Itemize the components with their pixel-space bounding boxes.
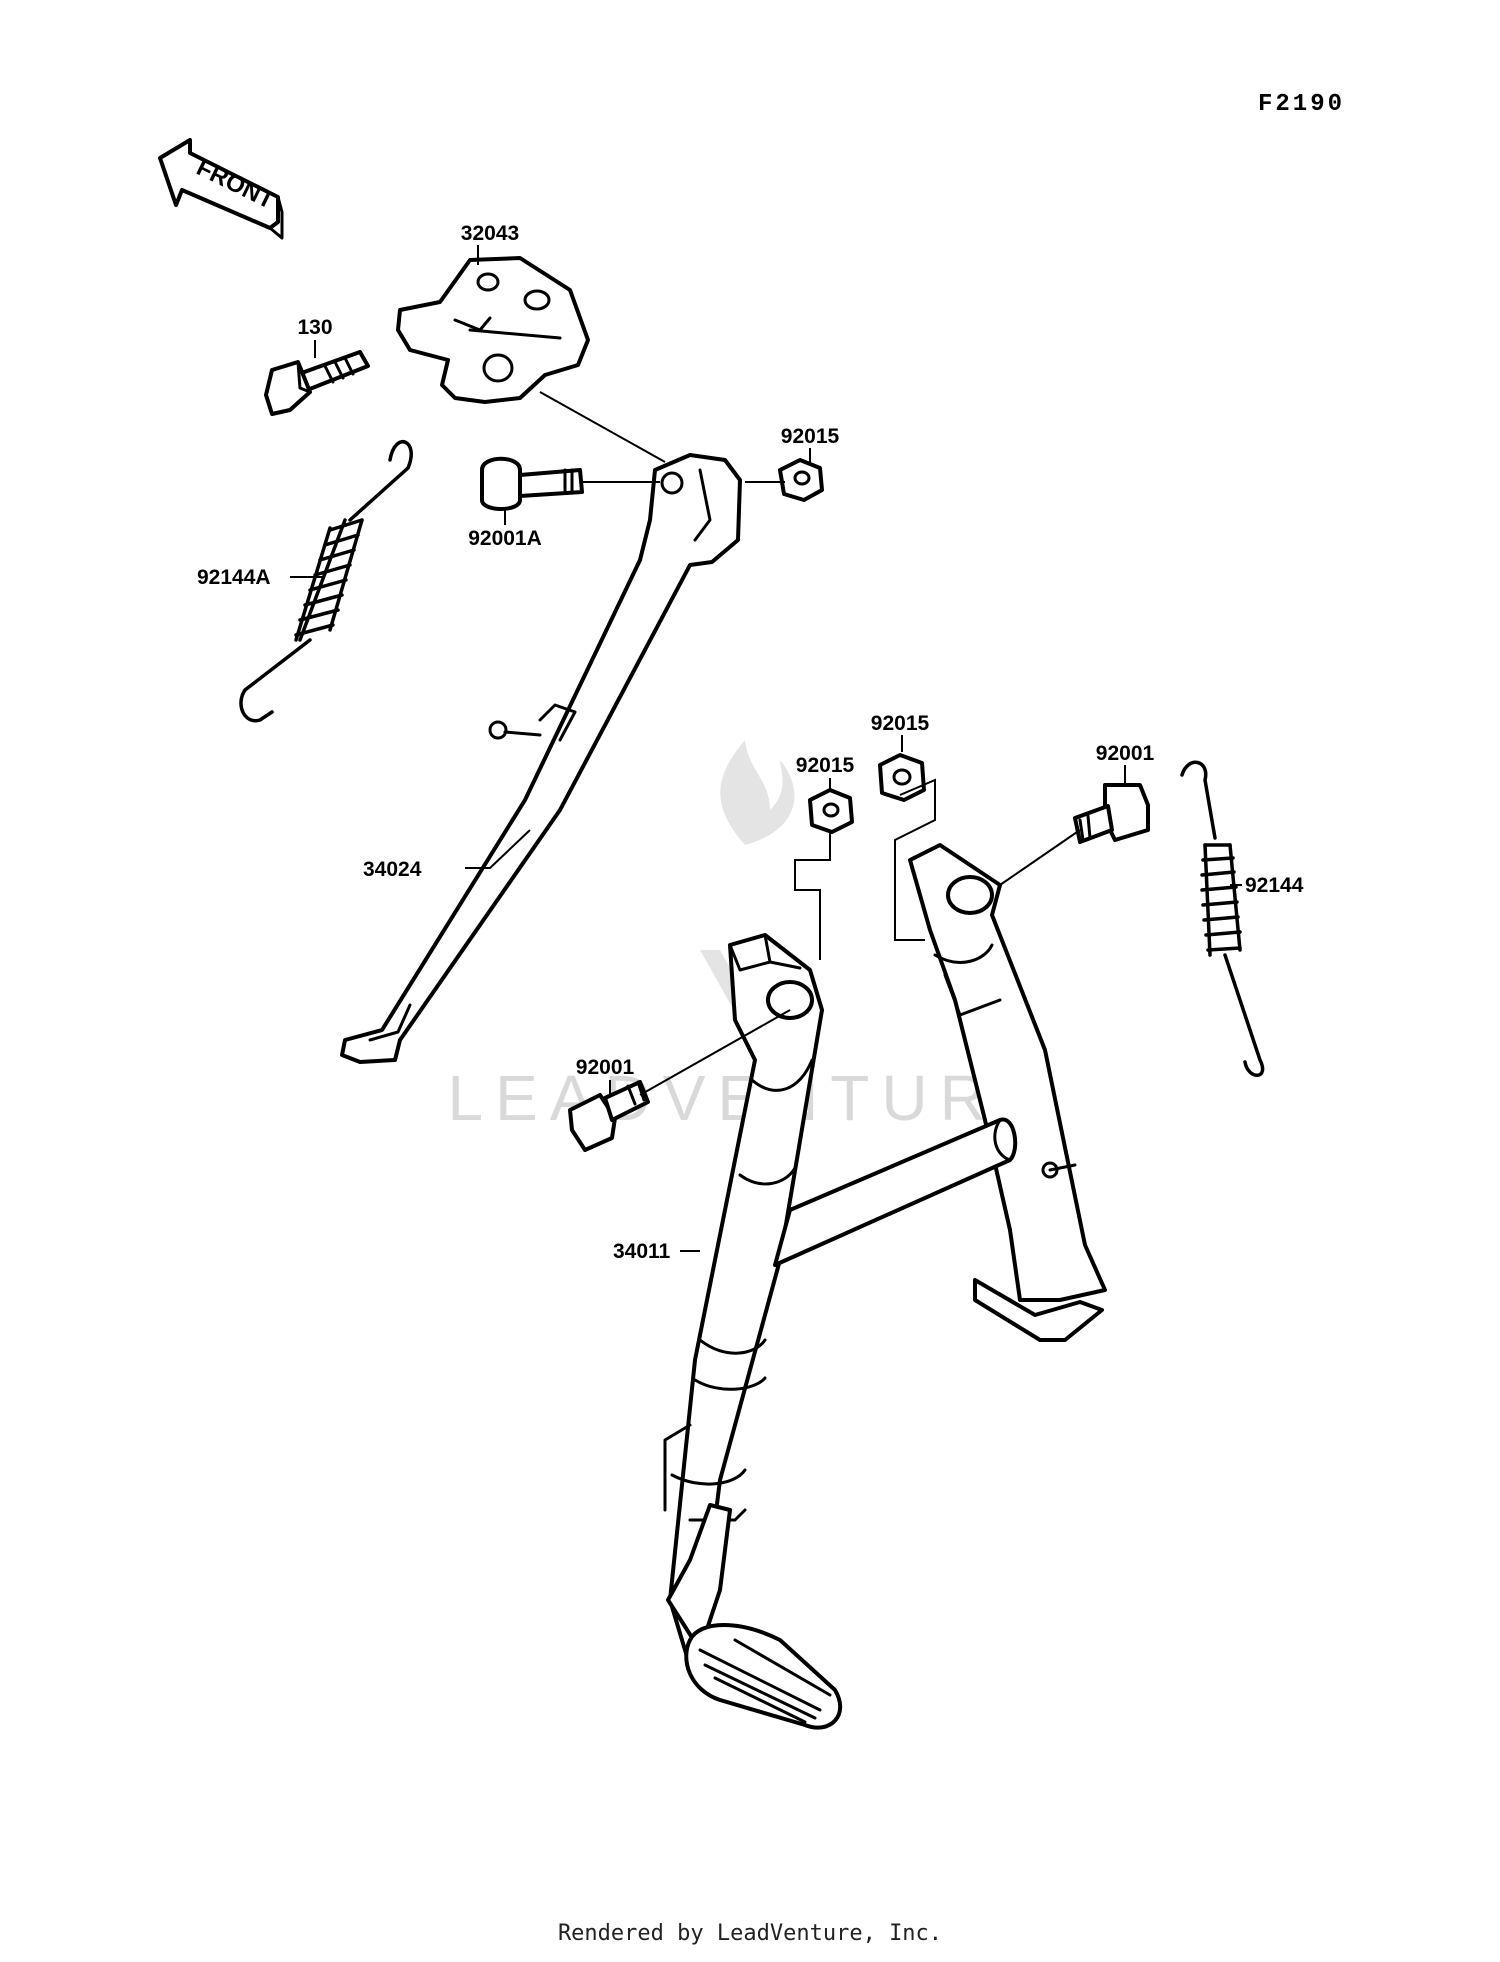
- footer-credit: Rendered by LeadVenture, Inc.: [558, 1921, 942, 1946]
- part-92144a-spring: [239, 440, 413, 723]
- part-92015-nut-mid-left: [808, 788, 854, 834]
- callout-leaders: [290, 245, 1242, 1252]
- callout-92001-right: 92001: [1096, 742, 1155, 765]
- callout-130: 130: [297, 316, 332, 339]
- diagram-code: F2190: [1258, 91, 1345, 118]
- part-32043-bracket: [396, 256, 590, 404]
- callout-32043: 32043: [461, 222, 519, 245]
- callout-92015-mid-left: 92015: [796, 754, 855, 777]
- callout-92001-left: 92001: [576, 1056, 635, 1079]
- front-arrow-icon: FRONT: [158, 138, 284, 240]
- assembly-lines: [539, 391, 1081, 1096]
- callout-92001a: 92001A: [468, 527, 542, 550]
- part-34011-center-stand: [663, 843, 1107, 1730]
- callout-92144a: 92144A: [197, 566, 271, 589]
- part-92015-nut-top: [778, 458, 824, 502]
- part-92144-spring: [1180, 760, 1265, 1077]
- part-130-bolt: [264, 350, 370, 416]
- watermark-flame-icon: [720, 740, 795, 845]
- callout-labels: 32043 130 92015 92001A 92144A 34024 9201…: [197, 222, 1304, 1263]
- callout-92015-mid-right: 92015: [871, 712, 930, 735]
- callout-34024: 34024: [363, 858, 422, 881]
- part-92001a-pin: [480, 456, 584, 511]
- callout-92144: 92144: [1245, 874, 1304, 897]
- part-92001-pin-left: [568, 1080, 650, 1152]
- part-92001-pin-right: [1073, 783, 1150, 844]
- part-34024-side-stand: [340, 453, 742, 1064]
- callout-92015-top: 92015: [781, 425, 840, 448]
- callout-34011: 34011: [613, 1240, 671, 1263]
